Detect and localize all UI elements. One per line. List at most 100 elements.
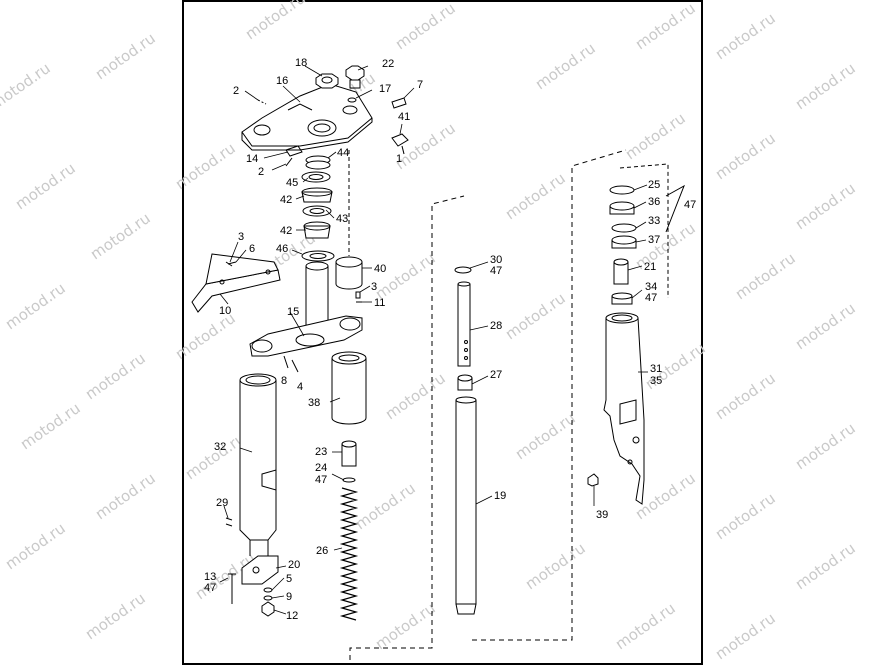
callout-labels: 18 22 16 2 17 7 41 14 2 44 1 45 42 43 42… [204, 57, 696, 622]
watermark: motod.ru [712, 129, 779, 183]
bearing-stack [301, 155, 335, 262]
callout-31: 31 [650, 363, 662, 375]
bolt-4 [291, 359, 299, 373]
oil-lock-21 [613, 258, 629, 285]
callout-15: 15 [287, 306, 299, 318]
callout-2-top: 2 [233, 85, 239, 97]
fork-tube-19 [455, 396, 477, 615]
watermark: motod.ru [382, 369, 449, 423]
bushing-37 [611, 235, 637, 249]
callout-7: 7 [417, 79, 423, 91]
watermark: motod.ru [792, 299, 859, 353]
watermark: motod.ru [92, 469, 159, 523]
leader-lines [219, 65, 648, 615]
screw-3b [355, 291, 361, 299]
watermark: motod.ru [502, 169, 569, 223]
callout-11: 11 [374, 297, 385, 309]
exploded-guide-left [349, 195, 465, 660]
callout-39: 39 [596, 509, 608, 521]
watermark: motod.ru [82, 349, 149, 403]
callout-26: 26 [316, 545, 328, 557]
callout-36: 36 [648, 196, 660, 208]
washer-30 [454, 266, 472, 274]
callout-24: 24 [315, 462, 327, 474]
watermark: motod.ru [352, 479, 419, 533]
cover-38 [331, 351, 367, 425]
group-bracket-47 [665, 184, 685, 233]
callout-18: 18 [295, 57, 307, 69]
watermark: motod.ru [242, 0, 309, 43]
upper-fork-bracket [241, 83, 373, 151]
callout-2-bottom: 2 [258, 166, 264, 178]
callout-3-left: 3 [238, 231, 244, 243]
watermark: motod.ru [612, 599, 679, 653]
callout-14: 14 [246, 153, 258, 165]
callout-3-right: 3 [371, 281, 377, 293]
watermark: motod.ru [792, 419, 859, 473]
watermark: motod.ru [17, 399, 84, 453]
watermark-layer: motod.ru motod.ru motod.ru motod.ru moto… [0, 0, 859, 663]
washer-9 [263, 595, 273, 601]
plug-39 [587, 473, 599, 487]
nut-12 [261, 601, 275, 617]
callout-21: 21 [644, 261, 656, 273]
callout-47-left: 47 [204, 582, 216, 594]
watermark: motod.ru [512, 409, 579, 463]
lower-bracket-15 [249, 261, 363, 357]
callout-27: 27 [490, 369, 502, 381]
ring-34 [611, 292, 633, 305]
spring-26 [339, 487, 359, 621]
exploded-guide-seals [619, 163, 669, 298]
watermark: motod.ru [372, 599, 439, 653]
slider-31 [603, 312, 645, 505]
watermark: motod.ru [502, 289, 569, 343]
watermark: motod.ru [172, 309, 239, 363]
watermark: motod.ru [82, 589, 149, 643]
bolt-1 [401, 145, 405, 155]
cover-40 [335, 256, 363, 290]
callout-19: 19 [494, 490, 506, 502]
watermark: motod.ru [712, 609, 779, 663]
watermark: motod.ru [12, 159, 79, 213]
watermark: motod.ru [792, 539, 859, 593]
callout-35: 35 [650, 375, 662, 387]
callout-6: 6 [249, 243, 255, 255]
washer-17 [347, 97, 357, 103]
exploded-guide-right [472, 149, 627, 641]
callout-34: 34 [645, 281, 657, 293]
callout-16: 16 [276, 75, 288, 87]
watermark: motod.ru [2, 279, 69, 333]
callout-17: 17 [379, 83, 391, 95]
callout-47-group: 47 [684, 199, 696, 211]
watermark: motod.ru [712, 9, 779, 63]
callout-29: 29 [216, 497, 228, 509]
watermark: motod.ru [632, 219, 699, 273]
watermark: motod.ru [792, 179, 859, 233]
callout-30: 30 [490, 254, 502, 266]
watermark: motod.ru [712, 489, 779, 543]
callout-47-ring: 47 [645, 292, 657, 304]
callout-1: 1 [396, 153, 402, 165]
callout-40: 40 [374, 263, 386, 275]
callout-47-center: 47 [315, 474, 327, 486]
callout-32: 32 [214, 441, 226, 453]
damper-top-23 [341, 440, 357, 483]
callout-9: 9 [286, 591, 292, 603]
callout-8: 8 [281, 375, 287, 387]
callout-20: 20 [288, 559, 300, 571]
watermark: motod.ru [632, 0, 699, 53]
watermark: motod.ru [622, 109, 689, 163]
callout-13: 13 [204, 571, 216, 583]
seal-36 [609, 201, 635, 215]
callout-45: 45 [286, 177, 298, 189]
callout-10: 10 [219, 305, 231, 317]
watermark: motod.ru [532, 39, 599, 93]
watermark: motod.ru [172, 139, 239, 193]
screw-7 [391, 97, 407, 109]
screw-2a [257, 99, 267, 105]
callout-23: 23 [315, 446, 327, 458]
clip-25 [609, 185, 635, 195]
watermark: motod.ru [392, 0, 459, 53]
